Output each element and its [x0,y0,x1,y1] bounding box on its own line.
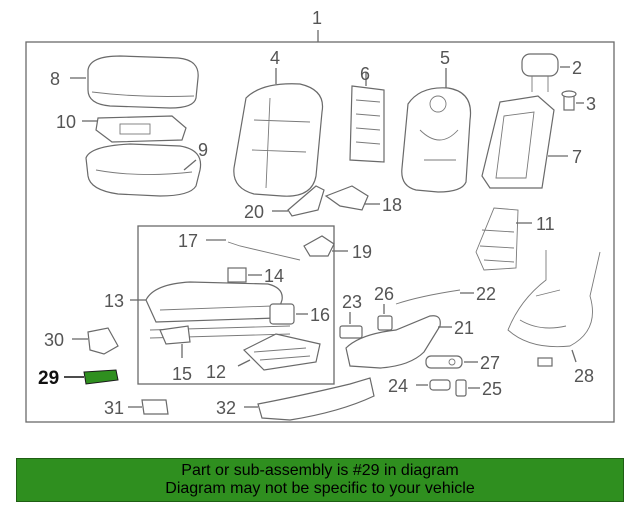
part-29-highlighted [83,369,119,385]
callout-28: 28 [574,366,594,386]
callout-13: 13 [104,291,124,311]
callout-25: 25 [482,379,502,399]
callout-5: 5 [440,48,450,68]
callout-22: 22 [476,284,496,304]
callout-27: 27 [480,353,500,373]
part-8-cushion-pad [87,55,199,109]
callout-32: 32 [216,398,236,418]
banner-line-2: Diagram may not be specific to your vehi… [165,480,475,497]
callout-3: 3 [586,94,596,114]
banner-line-1: Part or sub-assembly is #29 in diagram [181,462,459,479]
part-3-headrest-guide [561,90,577,111]
part-14-motor [227,267,247,283]
callout-11: 11 [536,214,555,234]
callout-17: 17 [178,231,198,251]
part-4-back-cover [233,83,324,197]
part-26-knob [377,315,393,331]
part-17-cable [227,241,301,261]
part-27-adjuster-switch [425,355,463,369]
callout-4: 4 [270,48,280,68]
part-25-knob [455,379,467,397]
callout-14: 14 [264,266,284,286]
callout-26: 26 [374,284,394,304]
part-31-clip [141,399,169,415]
callout-18: 18 [382,195,402,215]
part-6-back-pad [349,85,385,163]
callout-16: 16 [310,305,330,325]
callout-21: 21 [454,318,474,338]
info-banner: Part or sub-assembly is #29 in diagram D… [16,458,624,502]
callout-23: 23 [342,292,362,312]
part-21-side-shield [345,315,441,369]
part-11-lumbar-support [475,207,519,271]
callout-24: 24 [388,376,408,396]
part-18-bracket [324,185,369,211]
part-10-cushion-pan [95,115,187,143]
part-24-knob [429,379,451,391]
callout-2: 2 [572,58,582,78]
callout-29: 29 [38,368,59,389]
part-9-cushion-cover [85,143,202,197]
callout-12: 12 [206,362,226,382]
callout-7: 7 [572,147,582,167]
part-30-bracket [87,327,119,355]
part-7-back-frame-panel [481,95,555,189]
part-19-bracket [303,235,335,257]
part-23-switch [339,325,363,339]
callout-8: 8 [50,69,60,89]
part-32-lower-trim [257,377,375,421]
adjuster-subframe [137,225,335,385]
part-16-motor [269,303,295,325]
part-15-bracket [159,325,191,345]
callout-30: 30 [44,330,64,350]
part-22-cable [395,289,461,305]
part-13-seat-adjuster [145,281,291,339]
callout-15: 15 [172,364,192,384]
callout-1: 1 [312,8,322,28]
callout-20: 20 [244,202,264,222]
part-2-headrest [521,53,559,92]
callout-31: 31 [104,398,124,418]
part-28-wire-harness [507,250,601,367]
callout-9: 9 [198,140,208,160]
callout-10: 10 [56,112,76,132]
part-12-lumbar-mat [242,333,321,371]
callout-19: 19 [352,242,372,262]
part-5-back-frame [401,87,472,193]
part-20-bracket [287,185,325,217]
callout-6: 6 [360,64,370,84]
assembly-frame [25,41,615,423]
seat-parts-diagram: 1 8 10 9 4 6 5 [25,8,615,423]
